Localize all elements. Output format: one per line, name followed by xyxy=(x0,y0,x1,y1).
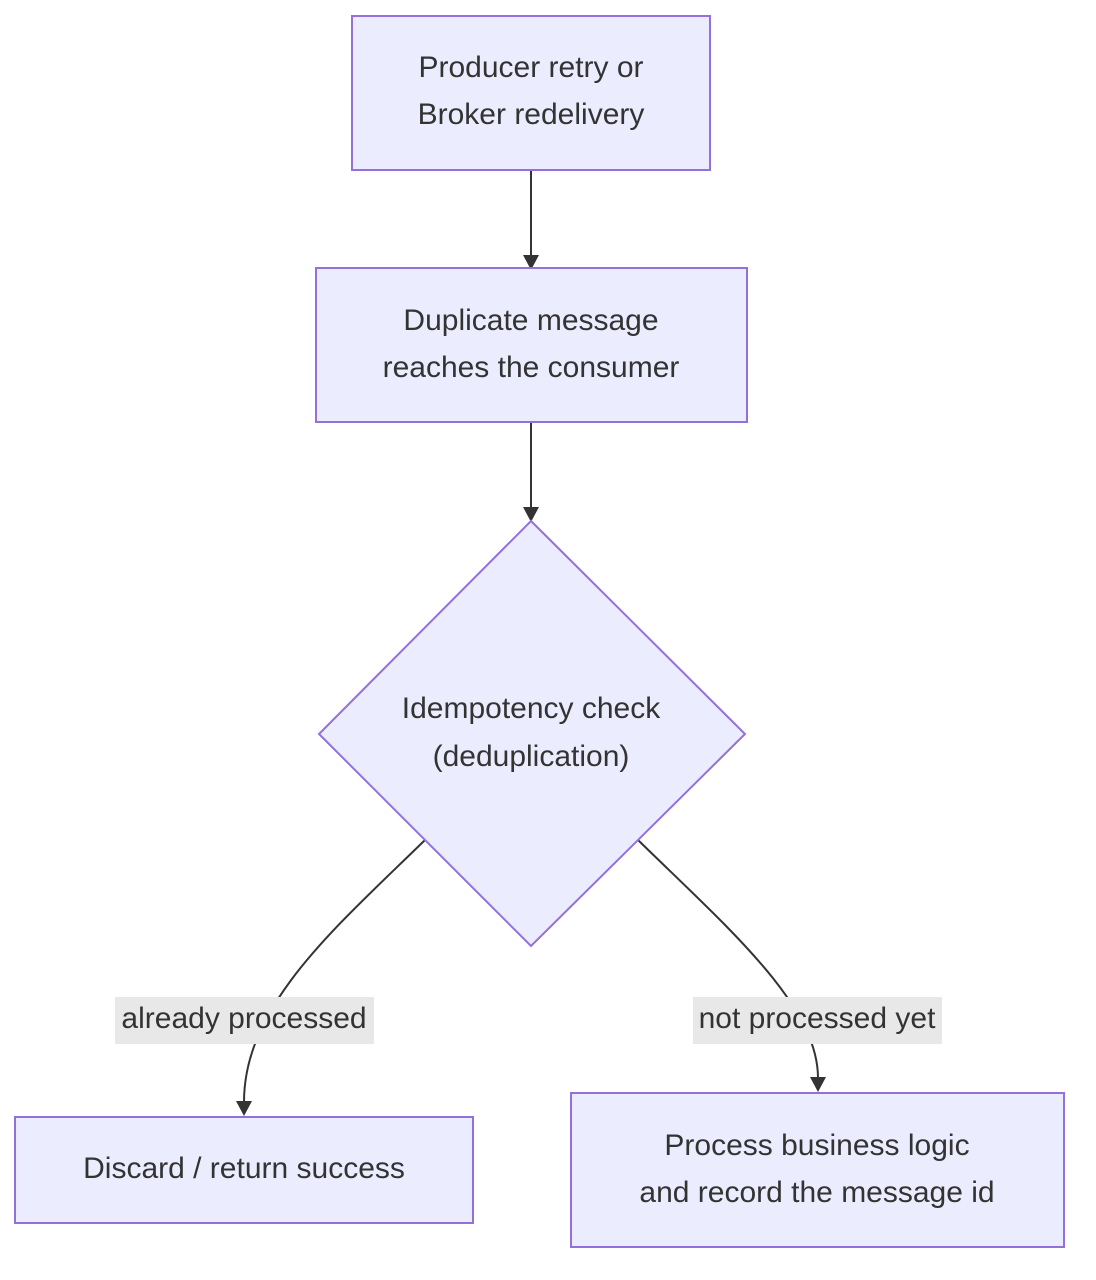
edge-label-not-processed-yet: not processed yet xyxy=(693,997,942,1044)
edge-check-to-discard xyxy=(236,839,426,1116)
node-label-line: Broker redelivery xyxy=(418,98,645,131)
edge-label-text: already processed xyxy=(121,1002,366,1035)
node-label-line: and record the message id xyxy=(639,1176,994,1209)
node-idempotency-check: Idempotency check (deduplication) xyxy=(317,519,747,948)
node-label-line: Producer retry or xyxy=(418,51,643,84)
edges xyxy=(236,170,826,1116)
edge-duplicate-to-check xyxy=(523,422,539,522)
node-process-business-logic: Process business logic and record the me… xyxy=(570,1092,1065,1248)
node-producer-retry: Producer retry or Broker redelivery xyxy=(351,15,711,171)
edge-source-to-duplicate xyxy=(523,170,539,270)
node-duplicate-message: Duplicate message reaches the consumer xyxy=(315,267,748,423)
node-label-line: Idempotency check xyxy=(402,692,661,725)
edge-label-already-processed: already processed xyxy=(115,997,374,1044)
node-label-line: reaches the consumer xyxy=(383,351,680,384)
edge-label-text: not processed yet xyxy=(699,1002,936,1035)
node-label-line: Process business logic xyxy=(664,1129,969,1162)
node-label-line: Duplicate message xyxy=(403,304,658,337)
node-discard: Discard / return success xyxy=(14,1116,474,1224)
node-label-line: (deduplication) xyxy=(433,740,630,773)
node-label-line: Discard / return success xyxy=(83,1152,405,1185)
edge-check-to-process xyxy=(637,839,826,1092)
